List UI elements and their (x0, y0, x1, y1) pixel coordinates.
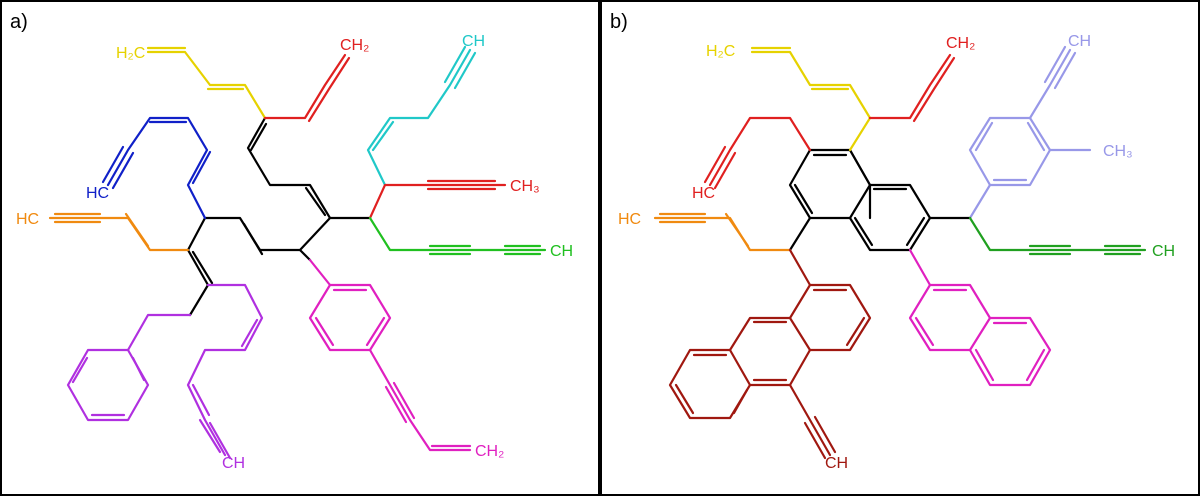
panel-b-ch3-lavender: CH₃ (1103, 143, 1133, 160)
panel-b-ch-lavender: CH (1068, 33, 1091, 50)
panel-a-hc-orange: HC (16, 211, 39, 228)
panel-a-red-allene (263, 53, 351, 123)
panel-b-magenta-naphthyl (908, 248, 1052, 387)
panel-b-orange-chain (653, 212, 792, 252)
panel-a-ch2-magenta: CH₂ (475, 443, 504, 460)
panel-a-green-chain (368, 216, 547, 256)
panel-a-ch2-red: CH₂ (340, 37, 369, 54)
panel-b-green-chain (968, 216, 1147, 256)
panel-a-blue-chain (101, 116, 212, 220)
panel-a-h2c-yellow: H₂C (116, 45, 145, 62)
panel-b-ch-darkred: CH (825, 455, 848, 472)
panel-a-cyan-chain (366, 45, 477, 187)
panel-a-label: a) (10, 11, 28, 33)
panel-a-ch-purple: CH (222, 455, 245, 472)
panel-b-black-links (788, 216, 972, 252)
panel-a-ch3-red: CH₃ (510, 178, 540, 195)
panel-a-magenta-chain (308, 258, 472, 452)
panel-a-red-propynyl (368, 179, 507, 220)
panel-a-yellow-chain (146, 46, 267, 120)
panel-b-darkred-anthracenyl (668, 248, 872, 460)
panel-b-red-allene (868, 53, 956, 123)
panel-a-orange-chain (48, 212, 190, 252)
panel-a-hc-blue: HC (86, 185, 109, 202)
panel-a-backbone (186, 116, 372, 317)
panel-a-frame (0, 0, 600, 496)
panel-b-hc-orange: HC (618, 211, 641, 228)
panel-b-ch-green: CH (1152, 243, 1175, 260)
panel-b-yellow-chain (750, 46, 872, 152)
panel-b-red-propargyl (703, 116, 812, 190)
panel-b-ch2-red: CH₂ (946, 35, 975, 52)
panel-a-ch-cyan: CH (462, 33, 485, 50)
panel-b-lavender-tolyl (968, 45, 1092, 220)
panel-a-ch-green: CH (550, 243, 573, 260)
panel-b-hc-red: HC (692, 185, 715, 202)
panel-b-frame (600, 0, 1200, 496)
panel-b-h2c-yellow: H₂C (706, 43, 735, 60)
panel-b-label: b) (610, 11, 628, 33)
panel-a-purple-chain (66, 283, 264, 460)
